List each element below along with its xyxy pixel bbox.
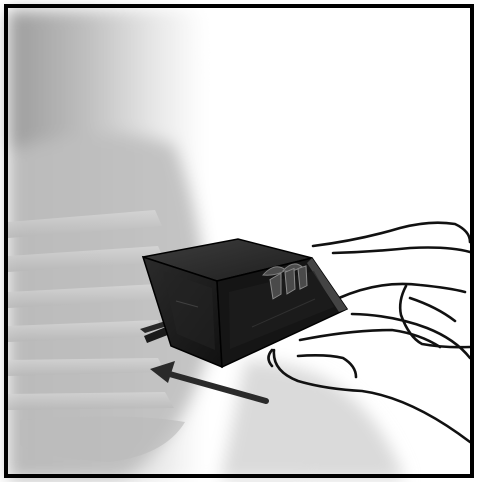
insert-arrow bbox=[150, 361, 269, 404]
hand-outline bbox=[267, 221, 472, 444]
frame-border bbox=[4, 4, 474, 478]
device-logo bbox=[262, 263, 308, 300]
vent-clip-device bbox=[141, 238, 349, 369]
vent-slats bbox=[8, 210, 185, 462]
